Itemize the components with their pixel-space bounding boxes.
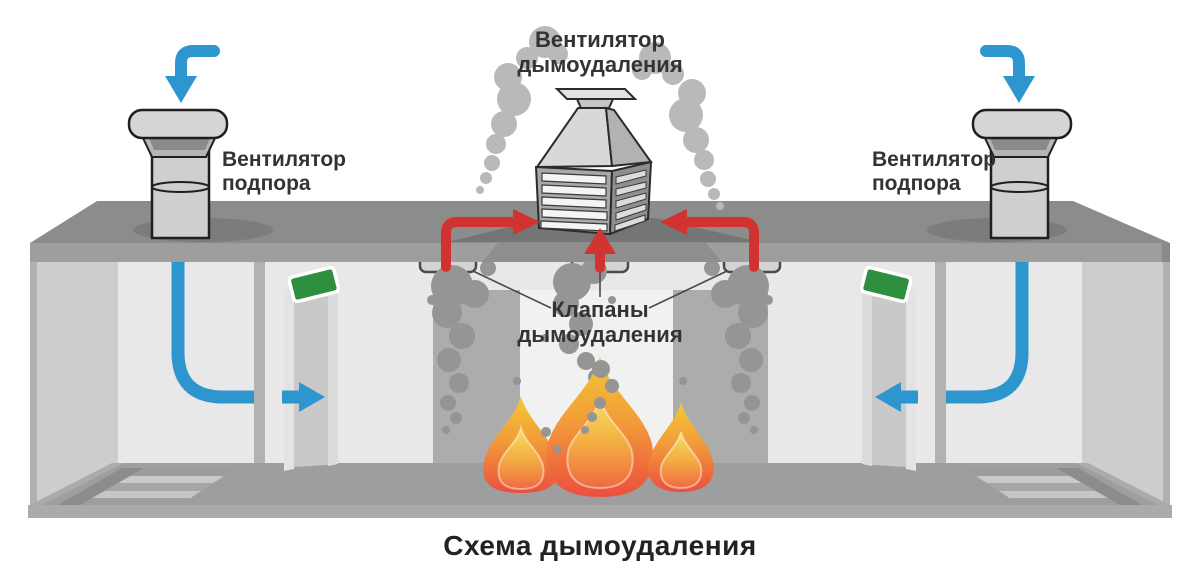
label-exhaust-fan: Вентилятор дымоудаления: [450, 27, 750, 78]
flame-center: [546, 356, 654, 497]
label-smoke-valves-line2: дымоудаления: [517, 322, 683, 348]
foundation-band: [28, 505, 1172, 518]
diagram-title: Схема дымоудаления: [443, 530, 757, 561]
exit-door-left: [282, 265, 341, 473]
air-intake-arrow-right: [986, 51, 1035, 103]
smoke-wisps-over-fire: [541, 360, 619, 453]
smoke-flow-arrow-center: [584, 228, 616, 273]
air-intake-arrow-left: [165, 51, 214, 103]
louver-slats-front: [540, 172, 608, 232]
label-pressure-fan-left-line1: Вентилятор: [222, 148, 346, 171]
label-pressure-fan-right-line1: Вентилятор: [872, 148, 996, 171]
partition-wall-left: [254, 262, 265, 505]
label-exhaust-fan-line1: Вентилятор: [535, 27, 665, 52]
exit-door-right: [859, 265, 918, 473]
flame-right: [648, 402, 714, 492]
fire-flames: [483, 356, 714, 497]
valve-pointer-lines: [472, 270, 728, 309]
label-pressure-fan-right-line2: подпора: [872, 172, 961, 196]
label-pressure-fan-left-line2: подпора: [222, 172, 311, 196]
flame-left: [483, 396, 559, 493]
label-exhaust-fan-line2: дымоудаления: [517, 52, 683, 78]
label-smoke-valves-line1: Клапаны: [551, 297, 649, 322]
partition-wall-right: [935, 262, 946, 505]
label-pressure-fan-right: Вентилятор подпора: [872, 148, 996, 196]
label-pressure-fan-left: Вентилятор подпора: [222, 148, 346, 196]
label-smoke-valves: Клапаны дымоудаления: [469, 297, 731, 348]
louver-slats-side: [614, 169, 647, 232]
smoke-exhaust-fan-unit: [534, 88, 653, 236]
